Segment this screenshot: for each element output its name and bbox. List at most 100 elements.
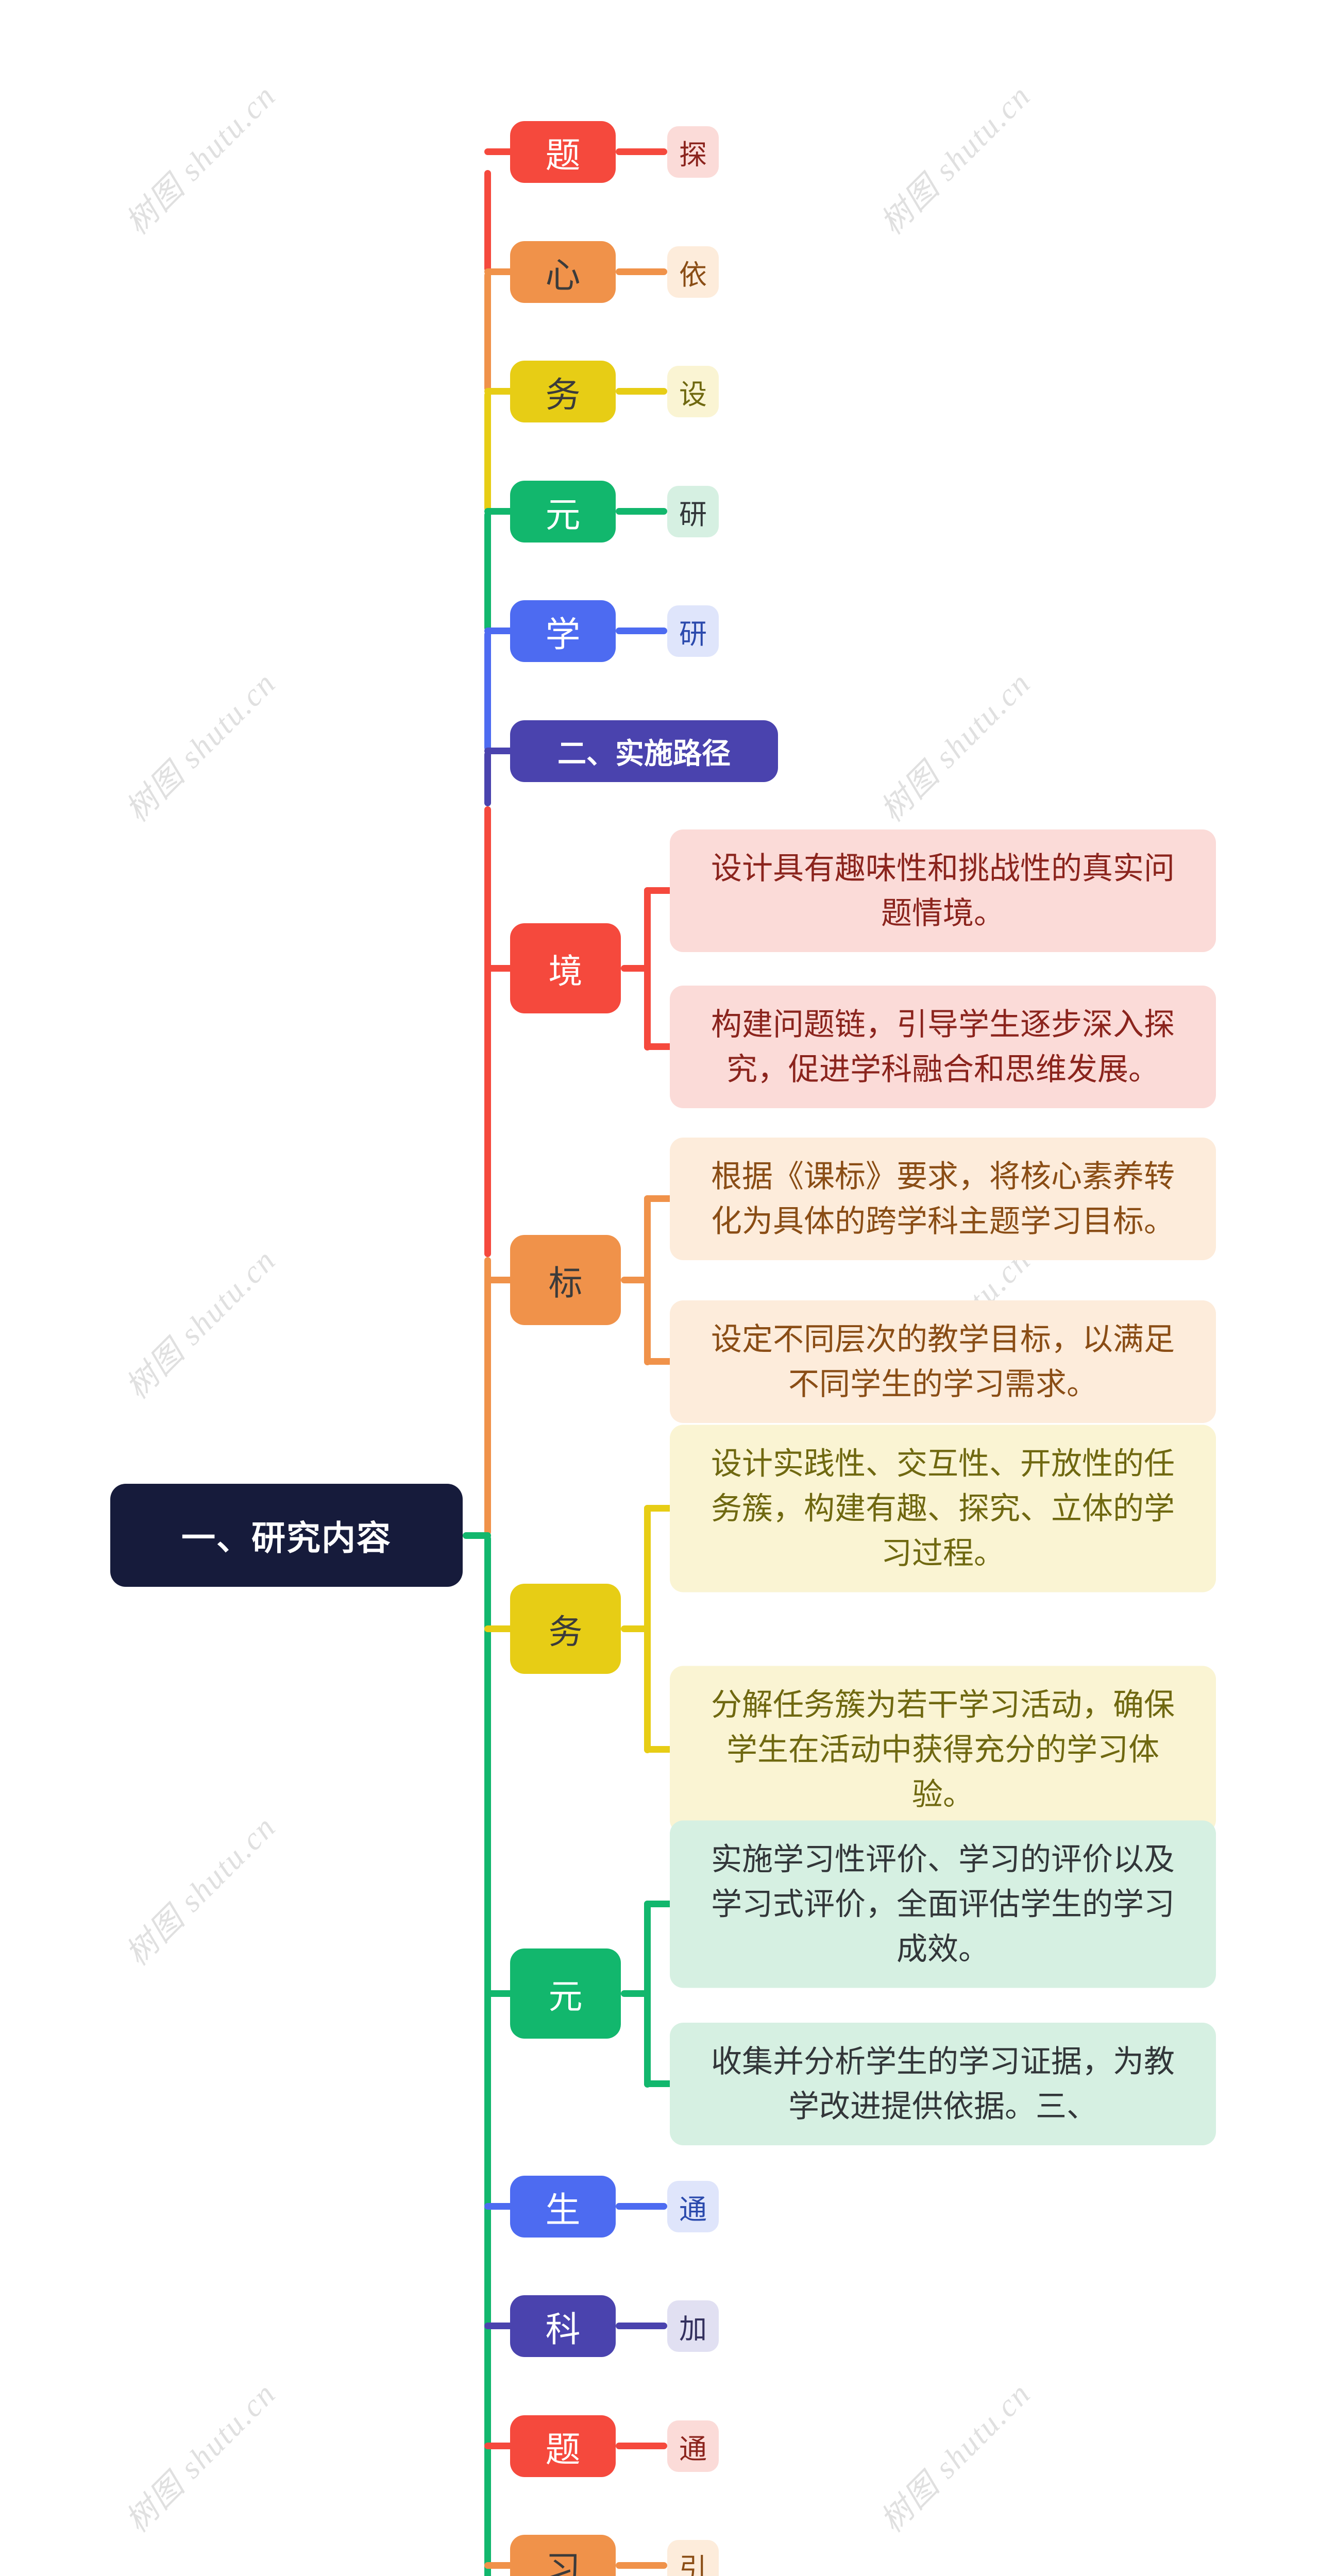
child-node[interactable]: 研 (667, 486, 719, 537)
branch-label: 学 (545, 615, 581, 654)
text-block[interactable]: 根据《课标》要求，将核心素养转化为具体的跨学科主题学习目标。 (670, 1138, 1216, 1260)
bracket-arm (644, 1195, 675, 1202)
child-node[interactable]: 通 (667, 2420, 719, 2472)
trunk-elbow (484, 628, 515, 634)
trunk-segment-red-top (484, 170, 491, 272)
branch-label: 标 (548, 1263, 583, 1302)
child-connector (616, 148, 667, 155)
child-label: 探 (679, 139, 707, 171)
trunk-segment-blue (484, 631, 491, 751)
child-label: 通 (679, 2194, 707, 2225)
trunk-elbow (484, 748, 515, 754)
trunk-segment-red-mid (484, 806, 491, 1257)
watermark: 树图 shutu.cn (119, 78, 283, 242)
trunk-elbow (484, 148, 515, 155)
section-node[interactable]: 二、实施路径 (510, 720, 778, 782)
child-node[interactable]: 研 (667, 605, 719, 657)
text-block[interactable]: 分解任务簇为若干学习活动，确保学生在活动中获得充分的学习体验。 (670, 1666, 1216, 1834)
trunk-elbow (484, 1990, 515, 1997)
child-label: 加 (679, 2313, 707, 2345)
branch-label: 习 (545, 2549, 581, 2576)
trunk-elbow (484, 508, 515, 515)
child-connector (616, 388, 667, 395)
child-label: 研 (679, 499, 707, 530)
trunk-elbow (484, 2562, 515, 2569)
trunk-segment-green-top (484, 512, 491, 631)
child-node[interactable]: 引 (667, 2540, 719, 2576)
trunk-elbow (484, 388, 515, 395)
trunk-elbow (484, 1277, 515, 1283)
trunk-segment-orange-mid (484, 1257, 491, 1535)
branch-node[interactable]: 标 (510, 1235, 621, 1325)
bracket-stem (621, 1990, 651, 1997)
branch-node[interactable]: 题 (510, 121, 616, 183)
text-block[interactable]: 收集并分析学生的学习证据，为教学改进提供依据。三、 (670, 2023, 1216, 2145)
trunk-elbow (484, 1625, 515, 1632)
child-node[interactable]: 加 (667, 2300, 719, 2352)
section-label: 二、实施路径 (557, 737, 731, 770)
bracket-arm (644, 1746, 675, 1753)
trunk-elbow (484, 965, 515, 972)
child-node[interactable]: 设 (667, 366, 719, 417)
child-connector (616, 268, 667, 275)
bracket-line (644, 1505, 651, 1753)
watermark: 树图 shutu.cn (119, 1809, 283, 1973)
branch-label: 生 (545, 2190, 581, 2230)
child-label: 引 (679, 2553, 707, 2576)
branch-label: 题 (545, 2430, 581, 2469)
child-node[interactable]: 通 (667, 2181, 719, 2232)
text-block[interactable]: 设定不同层次的教学目标，以满足不同学生的学习需求。 (670, 1300, 1216, 1423)
root-connector (463, 1532, 491, 1539)
trunk-elbow (484, 2323, 515, 2329)
child-label: 依 (679, 259, 707, 291)
child-label: 通 (679, 2433, 707, 2465)
child-connector (616, 2323, 667, 2329)
branch-label: 科 (545, 2310, 581, 2349)
trunk-elbow (484, 268, 515, 275)
bracket-arm (644, 1505, 675, 1512)
bracket-line (644, 887, 651, 1050)
branch-label: 题 (545, 135, 581, 175)
branch-node[interactable]: 题 (510, 2415, 616, 2477)
text-block[interactable]: 构建问题链，引导学生逐步深入探究，促进学科融合和思维发展。 (670, 986, 1216, 1108)
trunk-segment-yellow-top (484, 392, 491, 512)
bracket-arm (644, 2080, 675, 2087)
branch-node[interactable]: 务 (510, 1584, 621, 1674)
child-connector (616, 508, 667, 515)
bracket-arm (644, 1358, 675, 1365)
watermark: 树图 shutu.cn (119, 665, 283, 829)
bracket-stem (621, 965, 651, 972)
branch-node[interactable]: 心 (510, 241, 616, 303)
child-node[interactable]: 探 (667, 126, 719, 178)
branch-label: 务 (548, 1612, 583, 1651)
child-label: 设 (679, 379, 707, 410)
trunk-segment-green-main (484, 1535, 491, 2576)
branch-node[interactable]: 境 (510, 923, 621, 1013)
trunk-elbow (484, 2203, 515, 2210)
bracket-arm (644, 887, 675, 894)
text-block[interactable]: 设计具有趣味性和挑战性的真实问题情境。 (670, 829, 1216, 952)
child-node[interactable]: 依 (667, 246, 719, 298)
bracket-stem (621, 1277, 651, 1283)
watermark: 树图 shutu.cn (874, 78, 1038, 242)
branch-label: 境 (548, 952, 583, 990)
branch-node[interactable]: 元 (510, 1948, 621, 2039)
text-block[interactable]: 设计实践性、交互性、开放性的任务簇，构建有趣、探究、立体的学习过程。 (670, 1425, 1216, 1592)
branch-node[interactable]: 生 (510, 2176, 616, 2238)
branch-label: 元 (548, 1977, 583, 2015)
branch-node[interactable]: 务 (510, 361, 616, 422)
bracket-line (644, 1195, 651, 1365)
root-node[interactable]: 一、研究内容 (110, 1484, 463, 1587)
text-block[interactable]: 实施学习性评价、学习的评价以及学习式评价，全面评估学生的学习成效。 (670, 1820, 1216, 1988)
child-connector (616, 628, 667, 634)
branch-node[interactable]: 学 (510, 600, 616, 662)
branch-node[interactable]: 元 (510, 481, 616, 543)
child-label: 研 (679, 618, 707, 650)
bracket-arm (644, 1043, 675, 1050)
branch-node[interactable]: 习 (510, 2535, 616, 2576)
branch-node[interactable]: 科 (510, 2295, 616, 2357)
watermark: 树图 shutu.cn (874, 665, 1038, 829)
watermark: 树图 shutu.cn (874, 2376, 1038, 2539)
trunk-segment-orange-top (484, 272, 491, 392)
bracket-arm (644, 1901, 675, 1907)
